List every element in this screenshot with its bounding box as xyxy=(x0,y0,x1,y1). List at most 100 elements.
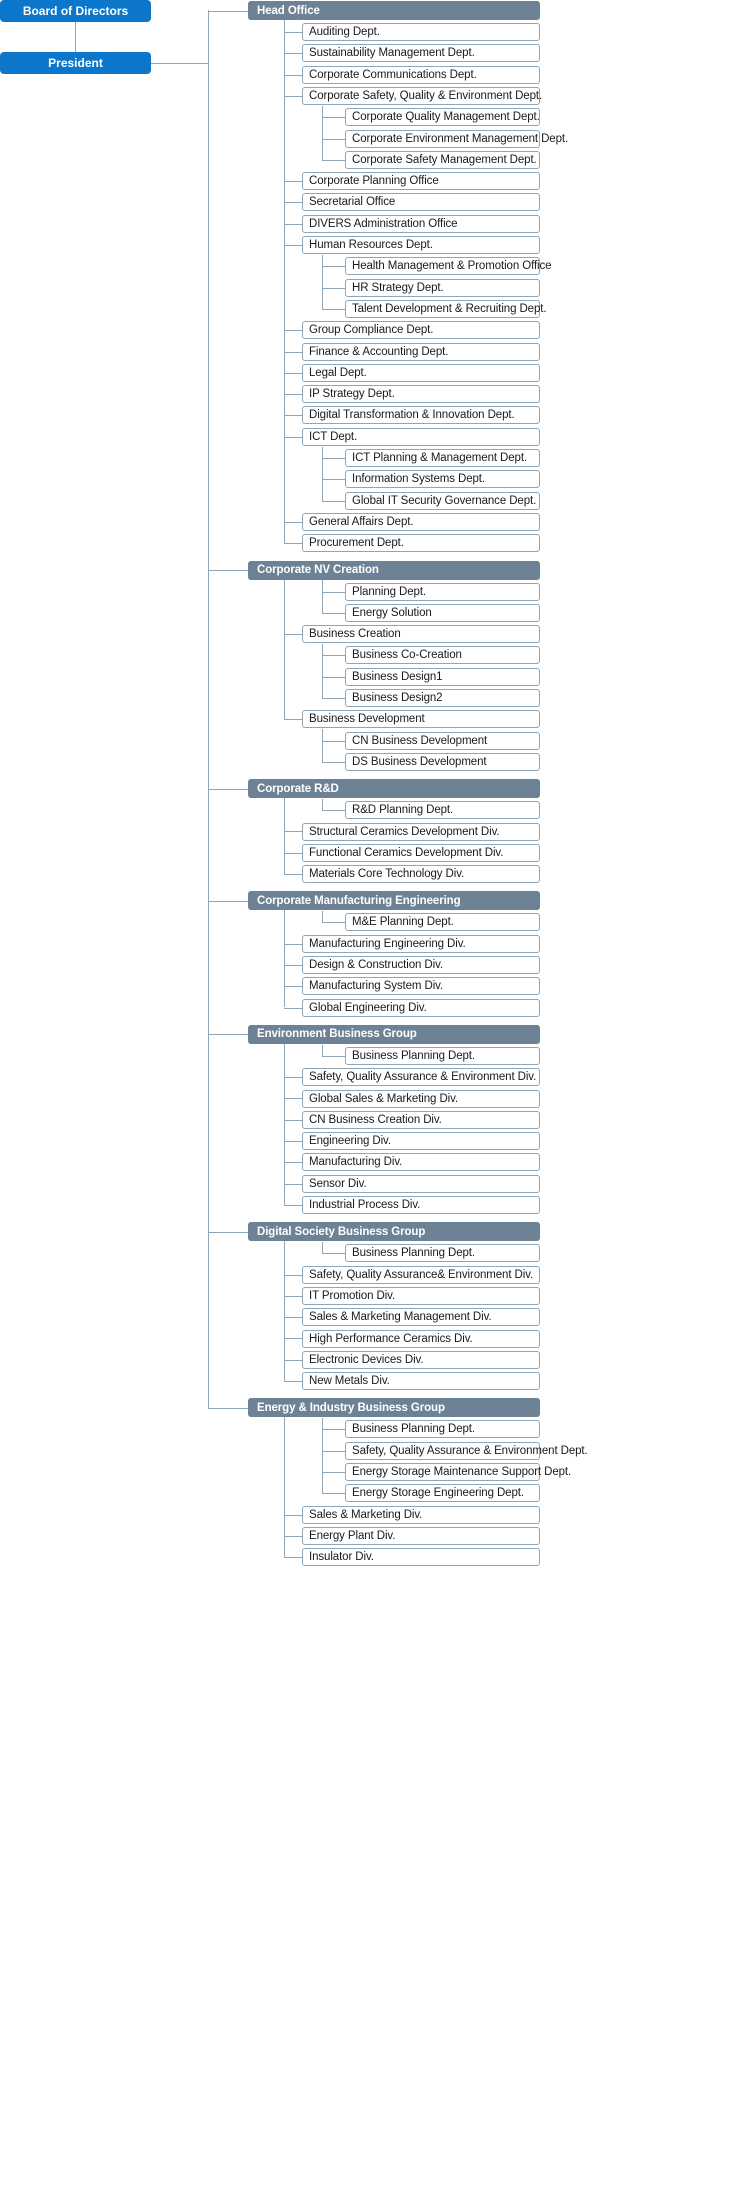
org-node-level2[interactable]: DS Business Development xyxy=(345,752,540,771)
connector-branch-level2 xyxy=(322,139,345,140)
org-node-level2[interactable]: Safety, Quality Assurance & Environment … xyxy=(345,1441,588,1460)
org-node-level2[interactable]: ICT Planning & Management Dept. xyxy=(345,449,540,467)
org-node-level2[interactable]: Business Design2 xyxy=(345,689,540,707)
org-node-level1[interactable]: Global Engineering Div. xyxy=(302,998,540,1017)
connector-branch-level1 xyxy=(284,1338,302,1339)
org-node-level1[interactable]: Engineering Div. xyxy=(302,1132,540,1151)
connector-spine-to-corporate-nv-creation xyxy=(208,570,248,571)
org-node-level2[interactable]: M&E Planning Dept. xyxy=(345,913,540,932)
org-node-level1[interactable]: Electronic Devices Div. xyxy=(302,1350,540,1369)
org-node-level2[interactable]: Corporate Quality Management Dept. xyxy=(345,108,540,127)
org-node-level1[interactable]: Procurement Dept. xyxy=(302,534,540,553)
connector-branch-level1 xyxy=(284,1141,302,1142)
connector-branch-level2 xyxy=(322,677,345,678)
connector-branch-level2 xyxy=(322,288,345,289)
org-node-level1[interactable]: Human Resources Dept. xyxy=(302,236,540,254)
org-node-level2[interactable]: Planning Dept. xyxy=(345,582,540,601)
connector-branch-level1 xyxy=(284,1275,302,1276)
org-node-level2[interactable]: Health Management & Promotion Office xyxy=(345,257,552,276)
org-node-level1[interactable]: Energy Plant Div. xyxy=(302,1526,540,1545)
org-node-level1[interactable]: Secretarial Office xyxy=(302,193,540,212)
org-node-level1[interactable]: Functional Ceramics Development Div. xyxy=(302,843,540,862)
connector-branch-level2 xyxy=(322,1472,345,1473)
org-node-level2[interactable]: Business Design1 xyxy=(345,667,540,686)
org-node-level1[interactable]: Corporate Safety, Quality & Environment … xyxy=(302,86,542,105)
connector-spine-to-corporate-manufacturing-engineering xyxy=(208,901,248,902)
org-node-level2[interactable]: Business Planning Dept. xyxy=(345,1244,540,1263)
org-node-level1[interactable]: Sales & Marketing Div. xyxy=(302,1505,540,1524)
org-node-level1[interactable]: Global Sales & Marketing Div. xyxy=(302,1089,540,1108)
org-node-level1[interactable]: Corporate Planning Office xyxy=(302,172,540,191)
group-level2-rail xyxy=(322,799,323,810)
org-node-level1[interactable]: Insulator Div. xyxy=(302,1548,540,1567)
org-node-level1[interactable]: ICT Dept. xyxy=(302,427,540,446)
org-node-level1[interactable]: Business Creation xyxy=(302,625,540,644)
board-of-directors-node[interactable]: Board of Directors xyxy=(0,0,151,22)
group-header-corporate-r-d[interactable]: Corporate R&D xyxy=(248,779,540,799)
group-header-digital-society-business-group[interactable]: Digital Society Business Group xyxy=(248,1222,540,1242)
org-node-level1[interactable]: High Performance Ceramics Div. xyxy=(302,1329,540,1348)
org-node-level2[interactable]: Energy Solution xyxy=(345,603,540,622)
group-level1-rail xyxy=(284,798,285,874)
connector-branch-level1 xyxy=(284,831,302,832)
org-node-level1[interactable]: Group Compliance Dept. xyxy=(302,321,540,340)
org-node-level2[interactable]: Business Co-Creation xyxy=(345,646,540,665)
connector-branch-level2 xyxy=(322,1451,345,1452)
connector-branch-level2 xyxy=(322,655,345,656)
org-node-level2[interactable]: Information Systems Dept. xyxy=(345,470,540,489)
org-node-level1[interactable]: New Metals Div. xyxy=(302,1372,540,1391)
org-node-level1[interactable]: Design & Construction Div. xyxy=(302,956,540,974)
org-node-level2[interactable]: Corporate Environment Management Dept. xyxy=(345,129,568,148)
group-header-environment-business-group[interactable]: Environment Business Group xyxy=(248,1024,540,1044)
connector-branch-level2 xyxy=(322,1056,345,1057)
org-node-level1[interactable]: General Affairs Dept. xyxy=(302,512,540,531)
connector-branch-level1 xyxy=(284,75,302,76)
connector-spine-to-head-office xyxy=(208,11,248,12)
org-node-level1[interactable]: Business Development xyxy=(302,710,540,729)
org-node-level2[interactable]: Energy Storage Engineering Dept. xyxy=(345,1484,540,1503)
org-node-level2[interactable]: HR Strategy Dept. xyxy=(345,278,540,297)
org-node-level1[interactable]: IT Promotion Div. xyxy=(302,1286,540,1305)
org-node-level1[interactable]: Auditing Dept. xyxy=(302,23,540,41)
org-node-level2[interactable]: Global IT Security Governance Dept. xyxy=(345,491,540,510)
org-node-level1[interactable]: Legal Dept. xyxy=(302,363,540,382)
group-level1-rail xyxy=(284,1241,285,1381)
org-node-level1[interactable]: Structural Ceramics Development Div. xyxy=(302,822,540,841)
org-node-level2[interactable]: CN Business Development xyxy=(345,731,540,750)
org-node-level1[interactable]: IP Strategy Dept. xyxy=(302,385,540,404)
org-node-level1[interactable]: CN Business Creation Div. xyxy=(302,1110,540,1129)
org-node-level1[interactable]: Corporate Communications Dept. xyxy=(302,65,540,84)
org-node-level1[interactable]: Safety, Quality Assurance & Environment … xyxy=(302,1068,540,1087)
org-node-level1[interactable]: Materials Core Technology Div. xyxy=(302,865,540,884)
group-header-corporate-manufacturing-engineering[interactable]: Corporate Manufacturing Engineering xyxy=(248,891,540,911)
president-node[interactable]: President xyxy=(0,52,151,74)
connector-branch-level2 xyxy=(322,922,345,923)
org-node-level2[interactable]: Business Planning Dept. xyxy=(345,1046,540,1065)
connector-branch-level1 xyxy=(284,719,302,720)
connector-branch-level1 xyxy=(284,53,302,54)
org-node-level1[interactable]: Sales & Marketing Management Div. xyxy=(302,1308,540,1327)
group-header-energy-industry-business-group[interactable]: Energy & Industry Business Group xyxy=(248,1398,540,1418)
org-node-level1[interactable]: Safety, Quality Assurance& Environment D… xyxy=(302,1265,540,1284)
connector-branch-level1 xyxy=(284,245,302,246)
org-node-level2[interactable]: Corporate Safety Management Dept. xyxy=(345,150,540,169)
org-node-level2[interactable]: Business Planning Dept. xyxy=(345,1420,540,1439)
group-header-corporate-nv-creation[interactable]: Corporate NV Creation xyxy=(248,560,540,580)
org-node-level1[interactable]: Manufacturing Engineering Div. xyxy=(302,934,540,953)
connector-branch-level1 xyxy=(284,1205,302,1206)
group-level1-rail xyxy=(284,580,285,720)
org-node-level1[interactable]: Sustainability Management Dept. xyxy=(302,44,540,63)
org-node-level1[interactable]: DIVERS Administration Office xyxy=(302,214,540,233)
org-node-level1[interactable]: Industrial Process Div. xyxy=(302,1196,540,1214)
group-level1-rail xyxy=(284,1417,285,1557)
org-node-level1[interactable]: Sensor Div. xyxy=(302,1174,540,1193)
group-header-head-office[interactable]: Head Office xyxy=(248,1,540,20)
org-node-level1[interactable]: Manufacturing Div. xyxy=(302,1153,540,1172)
org-node-level1[interactable]: Finance & Accounting Dept. xyxy=(302,342,540,361)
org-node-level2[interactable]: Energy Storage Maintenance Support Dept. xyxy=(345,1463,571,1481)
org-node-level2[interactable]: R&D Planning Dept. xyxy=(345,801,540,820)
org-node-level1[interactable]: Manufacturing System Div. xyxy=(302,977,540,996)
org-node-level1[interactable]: Digital Transformation & Innovation Dept… xyxy=(302,406,540,425)
org-node-level2[interactable]: Talent Development & Recruiting Dept. xyxy=(345,299,547,318)
